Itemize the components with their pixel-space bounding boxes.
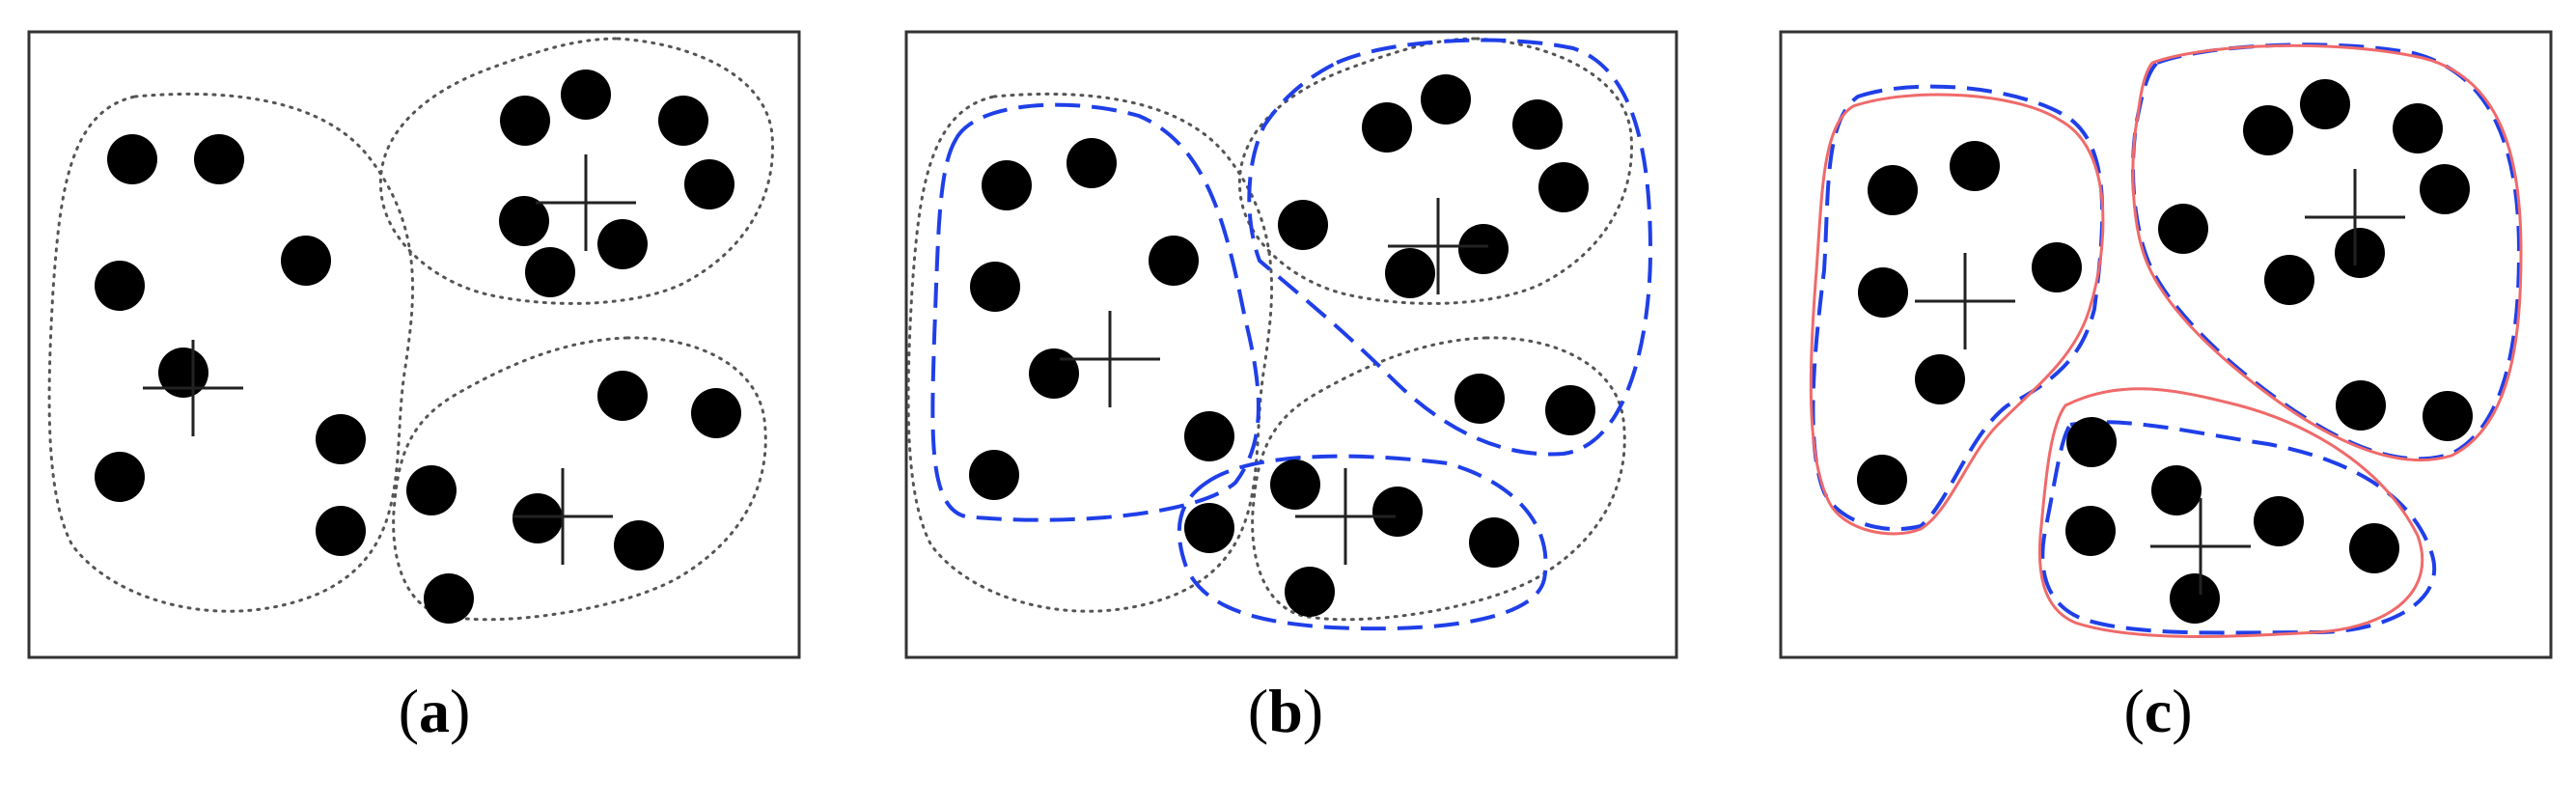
cluster-outline-dashed — [1177, 454, 1548, 631]
caption-a: (a) — [398, 677, 471, 745]
data-point — [1469, 517, 1519, 568]
cluster-outline-dashed — [1247, 38, 1653, 457]
centroid-marker — [1388, 198, 1488, 294]
data-point — [1950, 141, 2000, 191]
data-point — [1029, 348, 1079, 399]
cluster-outline-solid — [1809, 93, 2105, 536]
data-point — [2335, 228, 2385, 278]
data-point — [316, 414, 366, 464]
data-point — [2349, 523, 2399, 573]
data-point — [500, 96, 550, 146]
data-point — [316, 506, 366, 556]
cluster-outline-solid — [2131, 43, 2523, 462]
data-point — [684, 159, 734, 209]
data-point — [281, 236, 331, 286]
data-point — [1538, 162, 1589, 212]
data-point — [1454, 374, 1505, 424]
centroid-marker — [2305, 169, 2405, 265]
panel-a — [27, 30, 801, 659]
data-point — [512, 493, 563, 543]
data-point — [597, 219, 648, 269]
data-point — [969, 450, 1019, 500]
data-point — [658, 96, 708, 146]
panel-c — [1779, 30, 2553, 659]
data-point — [597, 371, 648, 421]
data-point — [1512, 99, 1563, 150]
data-point — [525, 247, 575, 297]
data-point — [1362, 102, 1412, 153]
data-point — [1857, 455, 1907, 505]
data-point — [1868, 165, 1918, 215]
cluster-outline-dashed — [930, 102, 1260, 522]
data-point — [2254, 496, 2304, 546]
panel-b — [904, 30, 1678, 659]
data-point — [158, 348, 208, 398]
centroid-marker — [1295, 468, 1396, 565]
data-point — [2264, 255, 2314, 305]
data-point — [406, 465, 457, 515]
data-point — [194, 134, 244, 184]
cluster-outline-dotted — [47, 92, 415, 613]
data-point — [499, 196, 549, 246]
data-point — [2423, 391, 2473, 441]
data-point — [107, 134, 157, 184]
centroid-marker — [143, 340, 243, 436]
data-point — [2393, 103, 2443, 153]
cluster-outline-dotted — [392, 336, 767, 622]
data-point — [1278, 200, 1328, 250]
centroid-marker — [1060, 311, 1160, 407]
data-point — [691, 388, 741, 438]
caption-b: (b) — [1247, 677, 1324, 745]
data-point — [95, 452, 145, 502]
data-point — [1385, 248, 1435, 298]
cluster-outline-dashed — [2040, 420, 2437, 635]
data-point — [1149, 236, 1199, 286]
cluster-outline-solid — [2037, 387, 2424, 638]
data-point — [424, 573, 474, 624]
data-point — [2065, 506, 2116, 556]
cluster-outline-dotted — [906, 92, 1274, 613]
data-point — [2032, 242, 2082, 292]
centroid-marker — [512, 468, 613, 565]
data-point — [1915, 354, 1965, 404]
cluster-outline-dotted — [1251, 336, 1626, 622]
centroid-marker — [1915, 253, 2015, 349]
centroid-marker — [536, 154, 636, 251]
centroid-marker — [2150, 498, 2251, 595]
data-point — [1184, 411, 1234, 461]
data-point — [2243, 105, 2293, 155]
data-point — [2158, 204, 2208, 254]
data-point — [1066, 138, 1117, 188]
data-point — [1458, 224, 1509, 274]
data-point — [2420, 164, 2470, 214]
data-point — [1285, 567, 1335, 617]
data-point — [1372, 487, 1423, 537]
data-point — [970, 262, 1020, 312]
data-point — [95, 261, 145, 311]
data-point — [2170, 573, 2220, 624]
data-point — [561, 70, 611, 120]
data-point — [2300, 79, 2350, 129]
data-point — [2066, 417, 2117, 467]
data-point — [1421, 74, 1471, 125]
data-point — [1545, 385, 1595, 435]
data-point — [2151, 465, 2202, 515]
data-point — [1270, 459, 1320, 510]
data-point — [2336, 380, 2386, 431]
caption-c: (c) — [2123, 677, 2193, 745]
data-point — [1184, 503, 1234, 553]
data-point — [1858, 267, 1908, 318]
data-point — [982, 160, 1032, 210]
data-point — [614, 520, 664, 570]
